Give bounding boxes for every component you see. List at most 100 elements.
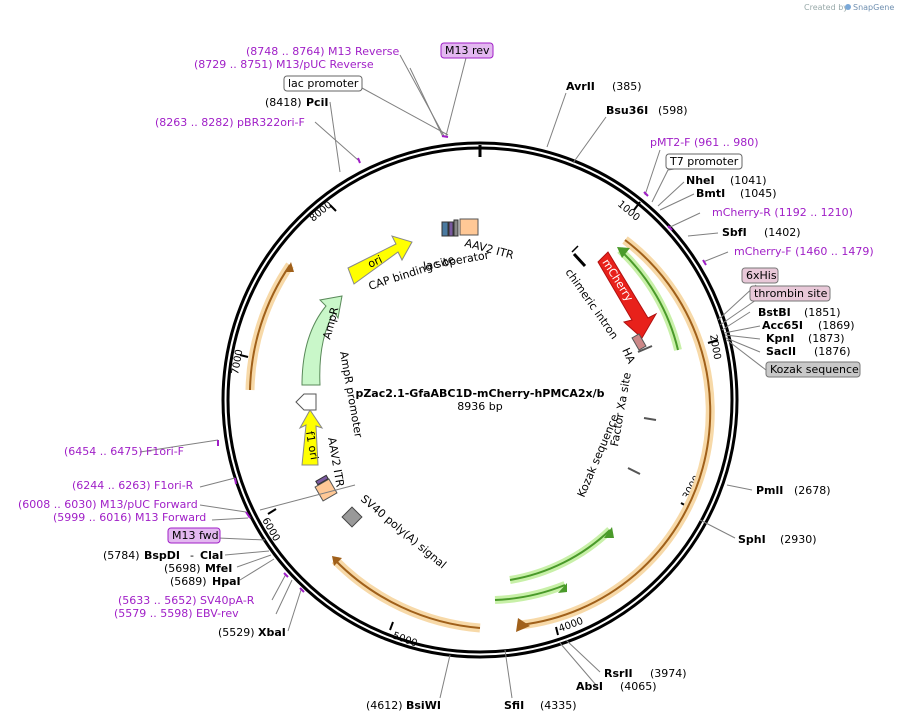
lac-operator-label: lac operator [422, 248, 490, 272]
m13-rev-label: M13 rev [445, 44, 490, 57]
green-orf-low[interactable] [494, 584, 566, 601]
m13-fwd-label: M13 fwd [172, 529, 219, 542]
site-xbai-name[interactable]: XbaI [258, 626, 286, 639]
m13-fwd-box[interactable] [167, 527, 221, 544]
site-nhei-name[interactable]: NheI [686, 174, 715, 187]
site-bspdi-pos: (5784) [103, 549, 140, 562]
watermark-prefix: Created by [804, 3, 848, 12]
site-kpni-name[interactable]: KpnI [766, 332, 794, 345]
site-sfii-name[interactable]: SfiI [504, 699, 524, 712]
plasmid-length: 8936 bp [457, 400, 502, 413]
t7-promoter-box[interactable] [665, 153, 743, 170]
green-orf-mid[interactable] [509, 529, 611, 581]
site-hpai-name[interactable]: HpaI [212, 575, 241, 588]
m13-rev-box[interactable] [440, 42, 494, 59]
primer-mcherry-f[interactable]: mCherry-F (1460 .. 1479) [734, 245, 874, 258]
green-orf-low-arrowhead [558, 583, 567, 593]
thrombin-site-label: thrombin site [754, 287, 828, 300]
site-sbfi-name[interactable]: SbfI [722, 226, 747, 239]
ampr-feature[interactable] [301, 295, 343, 386]
ha-feature[interactable] [631, 333, 647, 351]
site-sphi-name[interactable]: SphI [738, 533, 766, 546]
primer-f1ori-r[interactable]: (6244 .. 6263) F1ori-R [72, 479, 194, 492]
site-absi-pos: (4065) [620, 680, 657, 693]
ori-feature[interactable] [347, 235, 413, 285]
site-rsrii-name[interactable]: RsrII [604, 667, 633, 680]
tick-label-7000: 7000 [230, 349, 245, 376]
primer-pbr322ori-f[interactable]: (8263 .. 8282) pBR322ori-F [155, 116, 305, 129]
site-hpai-pos: (5689) [170, 575, 207, 588]
site-nhei-pos: (1041) [730, 174, 767, 187]
site-absi-name[interactable]: AbsI [576, 680, 603, 693]
green-orf-top-arrowhead [617, 247, 630, 258]
site-bstbi-name[interactable]: BstBI [758, 306, 791, 319]
tick-label-2000: 2000 [707, 334, 722, 361]
primer-m13-puc-reverse[interactable]: (8729 .. 8751) M13/pUC Reverse [194, 58, 374, 71]
primer-sv40pa-r[interactable]: (5633 .. 5652) SV40pA-R [118, 594, 255, 607]
bottom-left-orf-halo [331, 556, 481, 633]
plasmid-name: pZac2.1-GfaABC1D-mCherry-hPMCA2x/b [355, 387, 604, 400]
primer-ebv-rev[interactable]: (5579 .. 5598) EBV-rev [114, 607, 239, 620]
kozak-sequence-label: Kozak sequence [770, 363, 859, 376]
kozak-seq-label: Kozak sequence [575, 412, 622, 499]
his-tag-box[interactable] [741, 267, 779, 284]
site-bspdi-dash: - [190, 549, 194, 562]
site-bsu36i-pos: (598) [658, 104, 688, 117]
leader-lines [139, 54, 767, 699]
bottom-left-orf-arc[interactable] [334, 559, 481, 629]
site-rsrii-pos: (3974) [650, 667, 687, 680]
f1-ori-feature[interactable] [298, 409, 324, 466]
site-sacii-name[interactable]: SacII [766, 345, 796, 358]
ha-label: HA [619, 346, 638, 366]
site-bstbi-pos: (1851) [804, 306, 841, 319]
site-kpni-pos: (1873) [808, 332, 845, 345]
site-avrii-pos: (385) [612, 80, 642, 93]
backbone-outer-ring [221, 141, 739, 659]
bottom-left-orf-arrowhead [332, 556, 342, 566]
mcherry-feature[interactable] [597, 251, 658, 339]
primer-pmt2-f[interactable]: pMT2-F (961 .. 980) [650, 136, 759, 149]
green-orf-mid-halo [509, 527, 613, 584]
kozak-sequence-box[interactable] [765, 361, 861, 378]
green-orf-top[interactable] [619, 249, 679, 351]
site-pcii-name[interactable]: PciI [306, 96, 328, 109]
site-bspdi-name[interactable]: BspDI [144, 549, 180, 562]
primer-ticks [217, 135, 707, 593]
hpmca2-orf-arrowhead [516, 618, 530, 632]
site-bmti-name[interactable]: BmtI [696, 187, 725, 200]
site-acc65i-name[interactable]: Acc65I [762, 319, 803, 332]
site-pmli-name[interactable]: PmlI [756, 484, 783, 497]
site-acc65i-pos: (1869) [818, 319, 855, 332]
site-avrii-name[interactable]: AvrII [566, 80, 595, 93]
cap-site-feature[interactable] [441, 221, 449, 237]
aav2-itr-top-feature[interactable] [459, 218, 479, 236]
sv40-feature[interactable] [341, 506, 363, 528]
his-tag-label: 6xHis [746, 269, 777, 282]
primer-m13-puc-forward[interactable]: (6008 .. 6030) M13/pUC Forward [18, 498, 198, 511]
ampr-promoter-feature[interactable] [295, 393, 317, 411]
site-clai-name[interactable]: ClaI [200, 549, 223, 562]
left-orf-arrowhead [286, 262, 294, 272]
factor-xa-marker [643, 417, 657, 421]
lac-promoter-box[interactable] [283, 75, 363, 92]
snapgene-logo-icon [845, 4, 851, 10]
primer-m13-reverse[interactable]: (8748 .. 8764) M13 Reverse [246, 45, 399, 58]
site-bsiwi-name[interactable]: BsiWI [406, 699, 441, 712]
thrombin-site-box[interactable] [749, 285, 831, 302]
left-orf-arc[interactable] [249, 264, 291, 391]
hpmca2-orf-arc[interactable] [519, 239, 712, 626]
chimeric-intron-feature[interactable] [572, 252, 587, 268]
primer-mcherry-r[interactable]: mCherry-R (1192 .. 1210) [712, 206, 853, 219]
f1-ori-label: f1 ori [303, 430, 321, 461]
site-bmti-pos: (1045) [740, 187, 777, 200]
primer-m13-forward[interactable]: (5999 .. 6016) M13 Forward [53, 511, 206, 524]
site-bsu36i-name[interactable]: Bsu36I [606, 104, 648, 117]
lac-promoter-label: lac promoter [288, 77, 359, 90]
site-mfei-name[interactable]: MfeI [205, 562, 232, 575]
site-bsiwi-pos: (4612) [366, 699, 403, 712]
site-sphi-pos: (2930) [780, 533, 817, 546]
site-pmli-pos: (2678) [794, 484, 831, 497]
site-sbfi-pos: (1402) [764, 226, 801, 239]
primer-f1ori-f[interactable]: (6454 .. 6475) F1ori-F [64, 445, 184, 458]
